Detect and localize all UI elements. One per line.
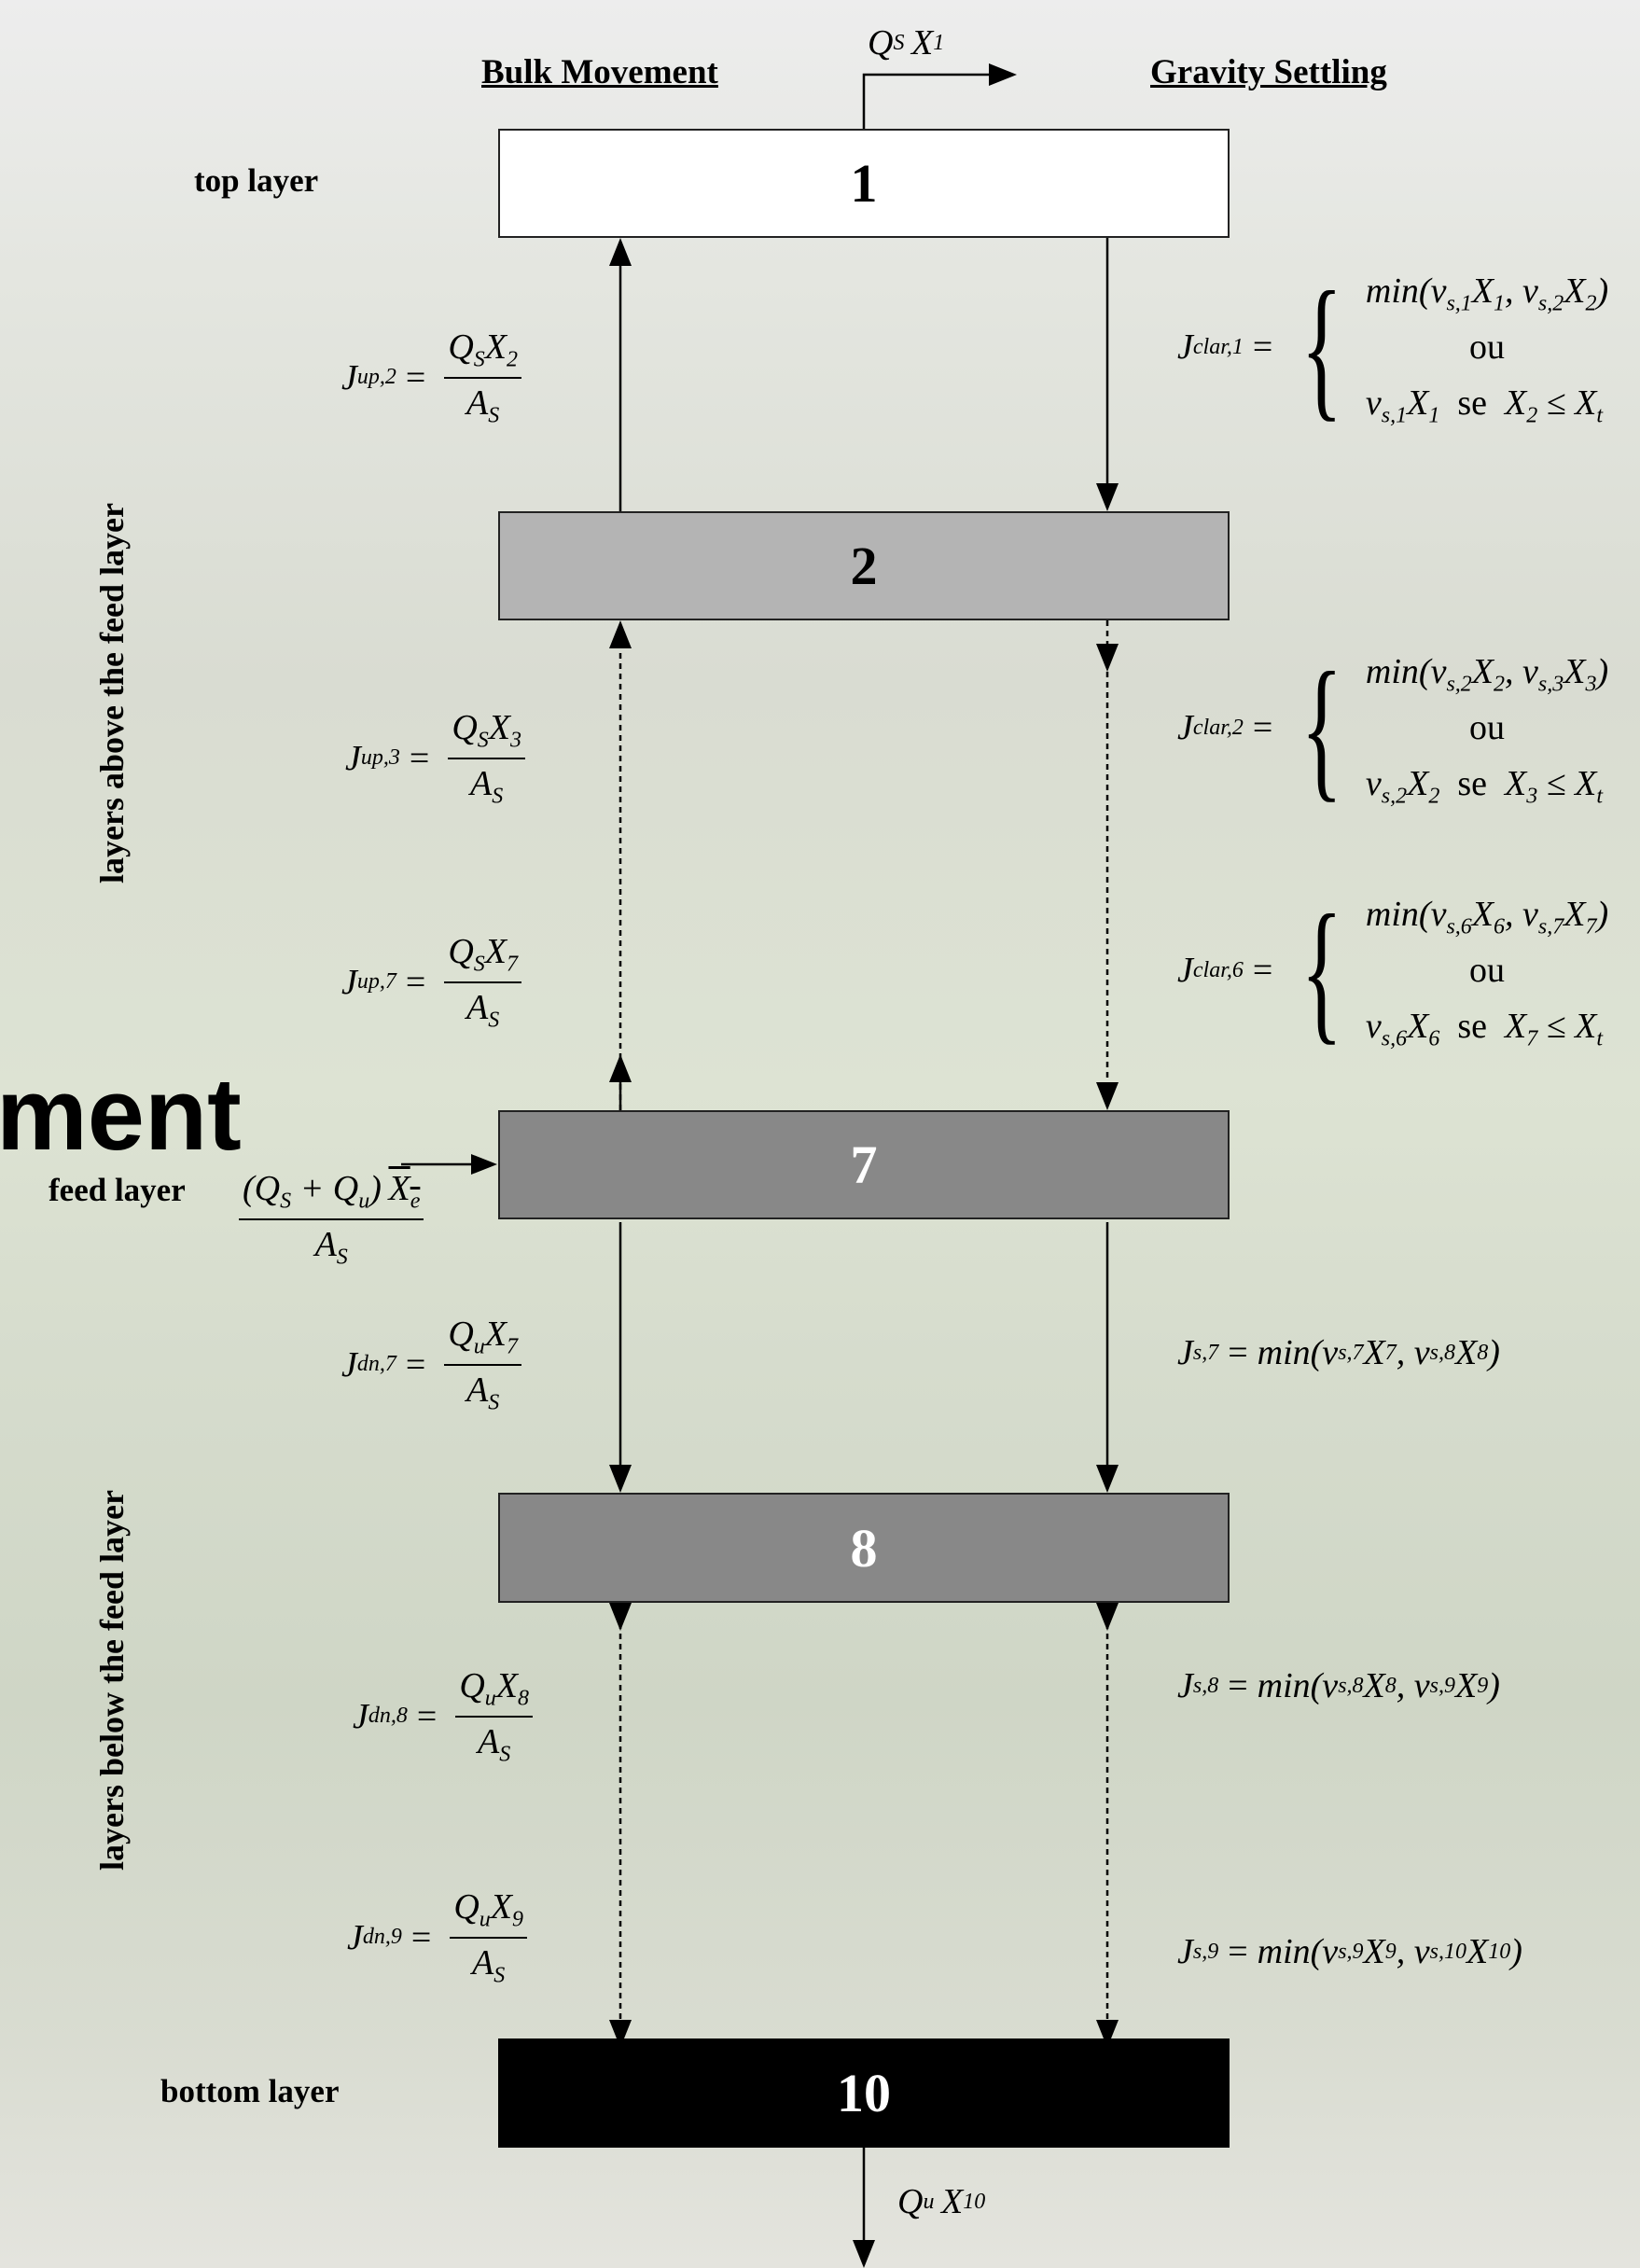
layer-2-box: 2 — [498, 511, 1230, 620]
layer-1-box: 1 — [498, 129, 1230, 238]
top-outflow-arrow — [862, 73, 989, 129]
bottom-layer-label: bottom layer — [160, 2073, 340, 2109]
background-title-fragment: ment — [0, 1057, 242, 1172]
layer-10-box: 10 — [498, 2038, 1230, 2148]
gravity-settling-header: Gravity Settling — [1150, 53, 1387, 91]
layers-above-feed-label: layers above the feed layer — [93, 503, 131, 884]
layer-7-box: 7 — [498, 1110, 1230, 1219]
top-layer-label: top layer — [194, 162, 319, 199]
bulk-movement-header: Bulk Movement — [481, 53, 718, 91]
layer-8-box: 8 — [498, 1493, 1230, 1603]
feed-layer-label: feed layer — [49, 1172, 186, 1208]
layers-below-feed-label: layers below the feed layer — [93, 1490, 131, 1871]
